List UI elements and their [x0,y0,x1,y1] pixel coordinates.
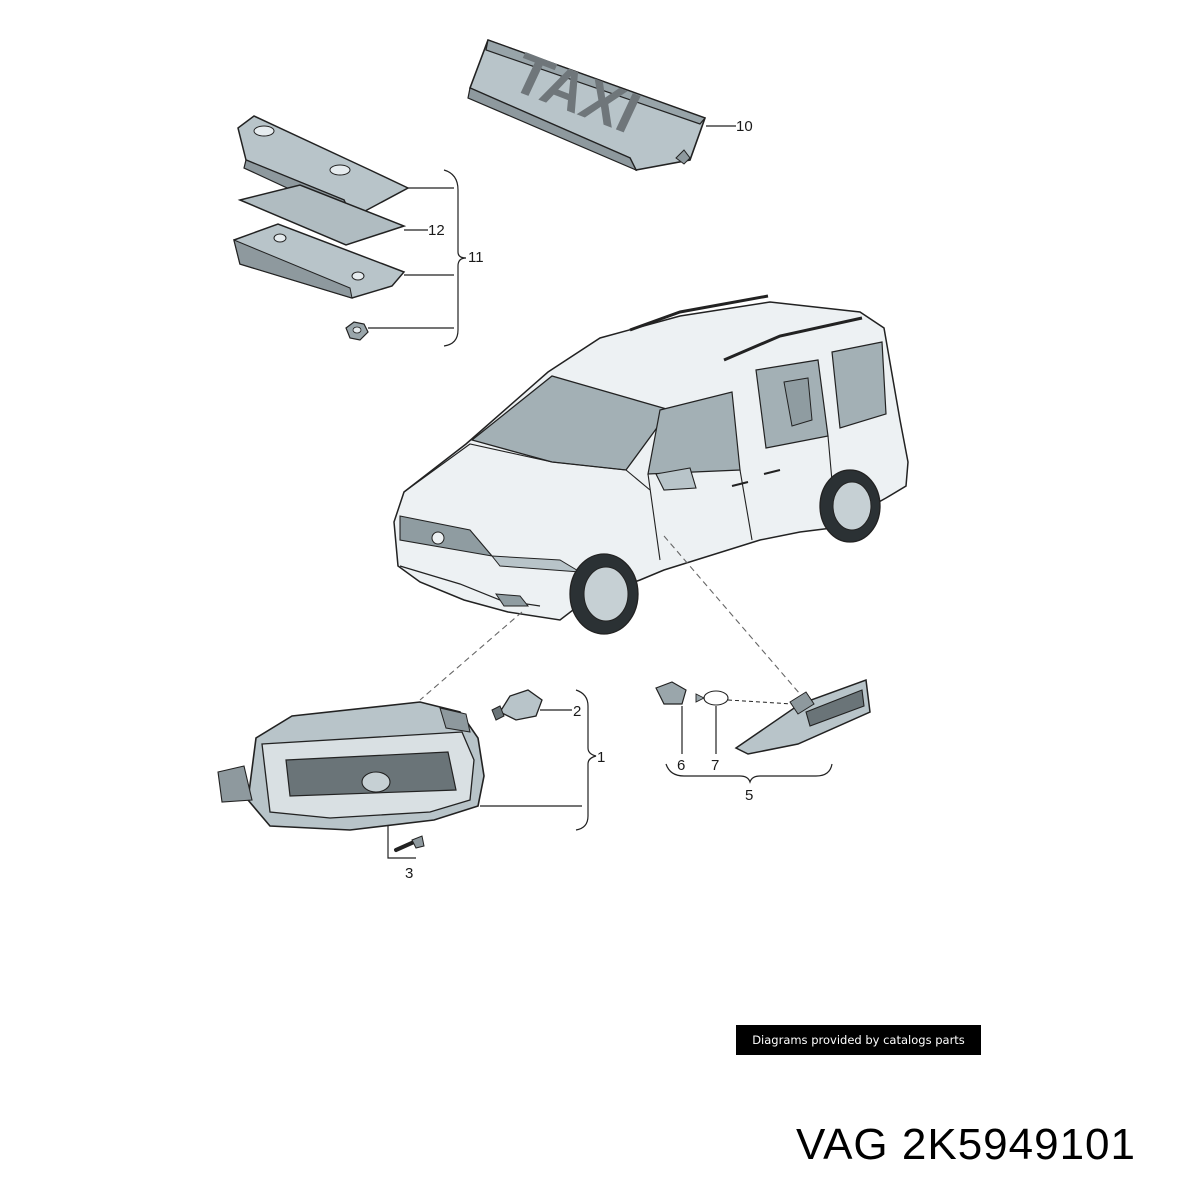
part-number-title: VAG 2K5949101 [796,1120,1136,1169]
side-marker-lamp [734,678,871,755]
mounting-screw [394,835,425,852]
callout-6: 6 [677,757,685,774]
taxi-roof-sign: TAXI [467,38,707,172]
fog-lamp [217,701,485,831]
callout-2: 2 [573,703,581,720]
callout-1: 1 [597,749,605,766]
callout-3: 3 [405,865,413,882]
fog-lamp-bulb [491,689,543,721]
bulb-socket [655,681,687,705]
credit-banner: Diagrams provided by catalogs parts [736,1025,981,1055]
roof-lamp-base-plate [233,223,406,299]
van-illustration [393,294,909,635]
roof-lamp-lens [237,184,407,246]
callout-7: 7 [711,757,719,774]
callout-11: 11 [468,249,484,266]
hex-nut [345,321,369,341]
wedge-bulb [695,690,729,706]
callout-10: 10 [736,118,753,135]
callout-5: 5 [745,787,753,804]
callout-12: 12 [428,222,445,239]
